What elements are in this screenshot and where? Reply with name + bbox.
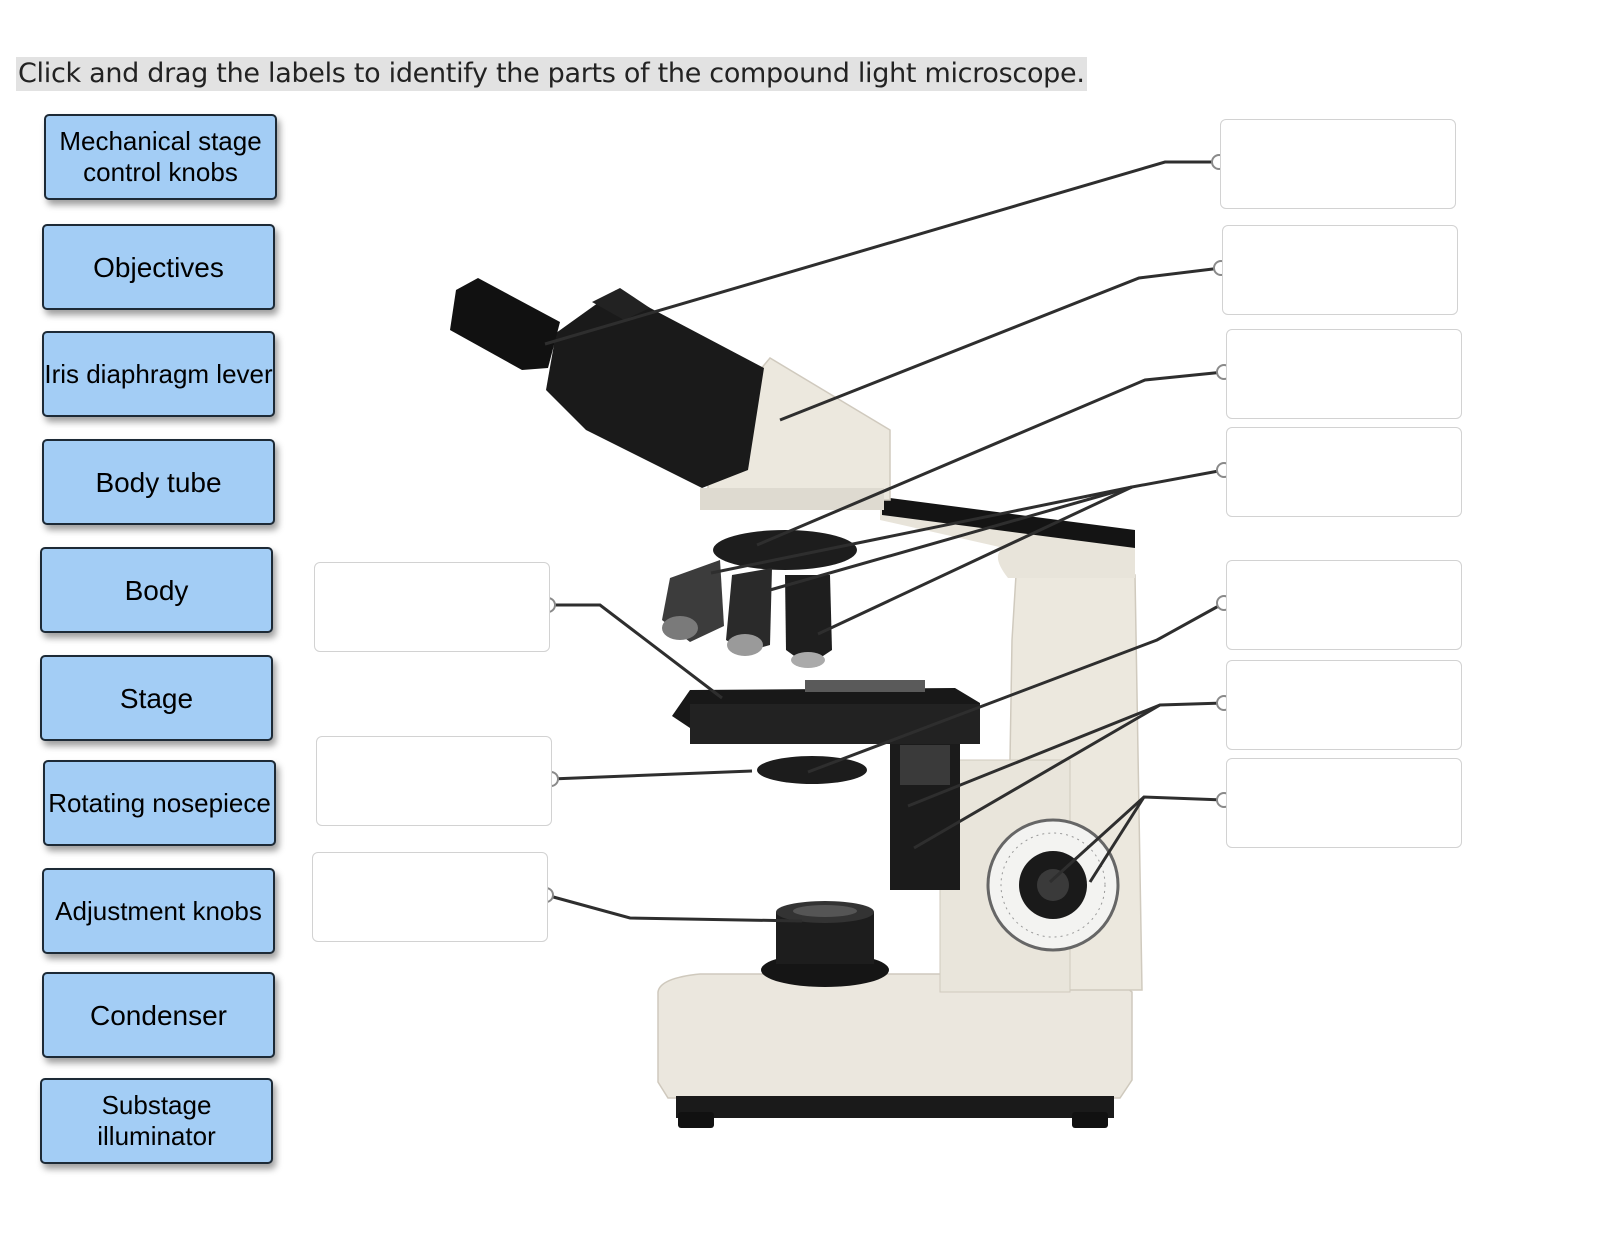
- drop-zone-left-3[interactable]: [312, 852, 548, 942]
- drop-zone-left-1[interactable]: [314, 562, 550, 652]
- leader-line-left-1: [548, 603, 723, 700]
- drop-zone-right-1[interactable]: [1220, 119, 1456, 209]
- label-card-substage-illuminator[interactable]: Substage illuminator: [40, 1078, 273, 1164]
- drop-zone-left-2[interactable]: [316, 736, 552, 826]
- label-card-stage[interactable]: Stage: [40, 655, 273, 741]
- microscope-illustration: [450, 278, 1143, 1128]
- leader-line-right-5: [807, 601, 1225, 774]
- leader-line-left-2: [550, 769, 753, 781]
- drop-zone-right-6[interactable]: [1226, 660, 1462, 750]
- label-card-body[interactable]: Body: [40, 547, 273, 633]
- label-card-mechanical-stage-control-knobs[interactable]: Mechanical stage control knobs: [44, 114, 277, 200]
- label-card-rotating-nosepiece[interactable]: Rotating nosepiece: [43, 760, 276, 846]
- label-card-objectives[interactable]: Objectives: [42, 224, 275, 310]
- instruction-text: Click and drag the labels to identify th…: [16, 57, 1087, 91]
- leader-line-right-1: [544, 160, 1219, 346]
- drop-zone-right-3[interactable]: [1226, 329, 1462, 419]
- drop-zone-right-2[interactable]: [1222, 225, 1458, 315]
- label-card-iris-diaphragm-lever[interactable]: Iris diaphragm lever: [42, 331, 275, 417]
- leader-line-right-4b: [769, 485, 1133, 592]
- leader-line-left-3: [545, 893, 803, 923]
- leader-line-right-6b: [913, 703, 1161, 850]
- leader-lines: [544, 160, 1225, 923]
- drop-zone-right-5[interactable]: [1226, 560, 1462, 650]
- label-card-condenser[interactable]: Condenser: [42, 972, 275, 1058]
- leader-line-right-3: [756, 370, 1225, 547]
- leader-line-right-7b: [1088, 796, 1146, 883]
- label-card-body-tube[interactable]: Body tube: [42, 439, 275, 525]
- drop-zone-right-4[interactable]: [1226, 427, 1462, 517]
- label-card-adjustment-knobs[interactable]: Adjustment knobs: [42, 868, 275, 954]
- drop-zone-right-7[interactable]: [1226, 758, 1462, 848]
- leader-line-right-4c: [817, 485, 1133, 636]
- leader-line-right-2: [779, 266, 1222, 422]
